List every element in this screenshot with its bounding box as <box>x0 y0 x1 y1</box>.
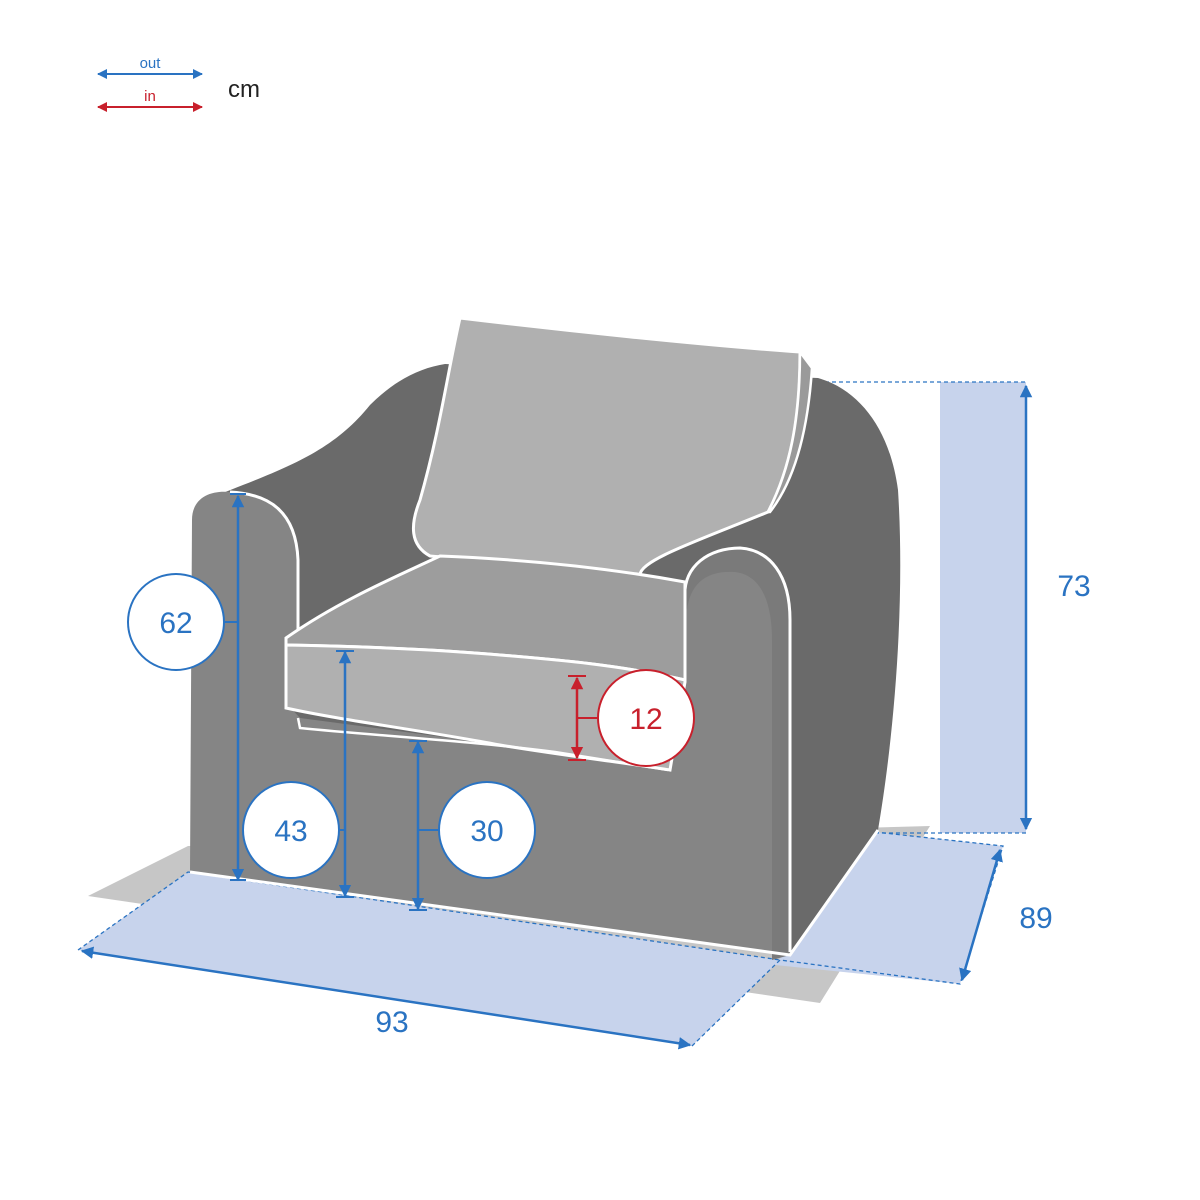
legend-in-label: in <box>144 88 156 105</box>
seat-clearance-dimension: 30 <box>409 740 536 911</box>
seat-height-dimension: 43 <box>242 650 354 898</box>
chair-base-outline <box>189 829 880 957</box>
depth-dimension: 89 <box>959 848 1053 982</box>
width-value: 93 <box>375 1006 408 1039</box>
cushion-thickness-bubble <box>597 669 695 767</box>
arm-height-dimension: 62 <box>127 493 246 882</box>
total-height-dimension: 73 <box>1019 384 1091 831</box>
armchair <box>189 316 901 960</box>
depth-value: 89 <box>1019 902 1052 935</box>
cushion-thickness-value: 12 <box>629 703 662 736</box>
legend-unit: cm <box>228 76 260 103</box>
depth-arrow <box>959 848 1003 982</box>
legend: out in cm <box>97 55 260 112</box>
seat-clearance-value: 30 <box>470 815 503 848</box>
back-cushion-side <box>765 348 814 514</box>
right-arm <box>684 548 790 960</box>
seat-height-value: 43 <box>274 815 307 848</box>
back-cushion <box>411 316 802 577</box>
height-footprint <box>940 382 1026 833</box>
width-arrow <box>80 946 692 1050</box>
right-arm-outline <box>683 546 792 952</box>
depth-footprint <box>775 832 1003 984</box>
seat-height-bubble <box>242 781 340 879</box>
total-height-value: 73 <box>1057 570 1090 603</box>
footprint-dashed-edge <box>77 871 781 961</box>
arm-height-value: 62 <box>159 607 192 640</box>
arm-height-bubble <box>127 573 225 671</box>
legend-out-label: out <box>140 55 162 72</box>
seat-base-strip <box>296 717 669 772</box>
width-dimension: 93 <box>80 946 692 1050</box>
footprint-dashed-edge-right <box>691 831 1004 1047</box>
cushion-thickness-dimension: 12 <box>568 669 695 767</box>
seat-clearance-bubble <box>438 781 536 879</box>
